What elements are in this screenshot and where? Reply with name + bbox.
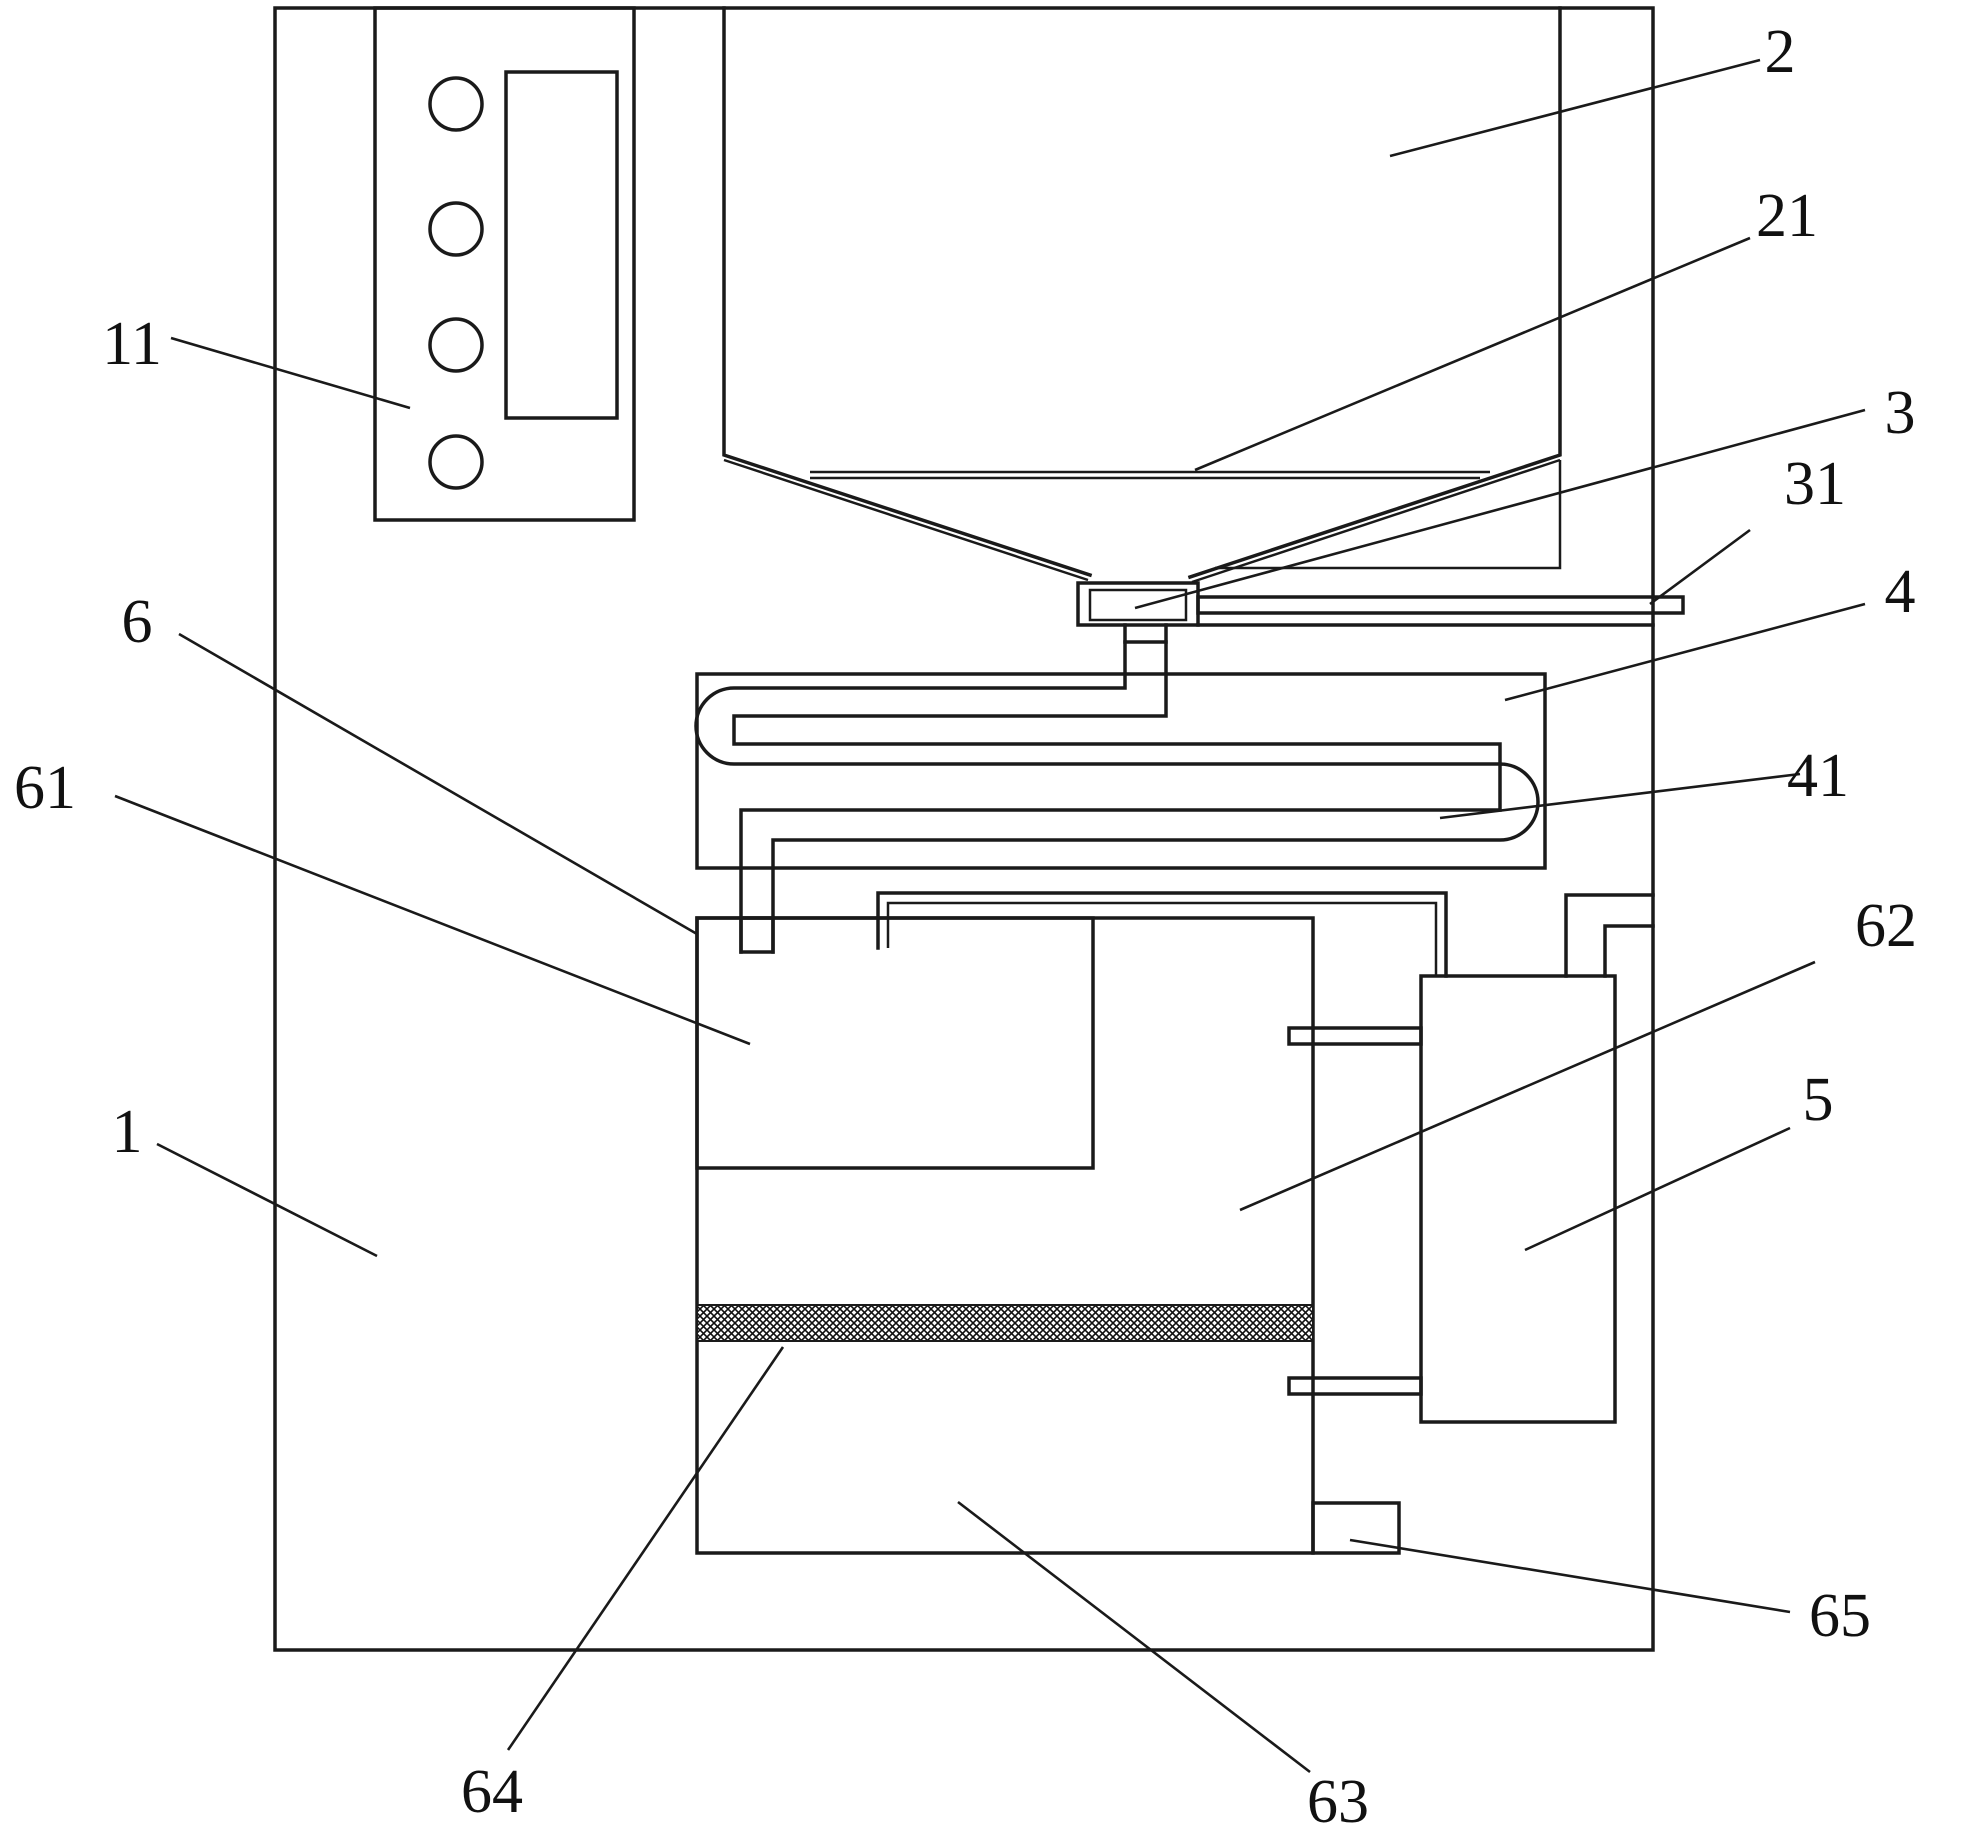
label-11: 11 xyxy=(102,310,162,378)
valve xyxy=(1076,581,1685,644)
label-31: 31 xyxy=(1784,450,1846,518)
control-knob-3 xyxy=(428,317,484,373)
control-knob-1 xyxy=(428,76,484,132)
pump xyxy=(876,891,1655,1424)
housing-outline xyxy=(273,6,1655,1652)
label-41: 41 xyxy=(1787,742,1849,810)
label-62: 62 xyxy=(1855,892,1917,960)
label-63: 63 xyxy=(1307,1768,1369,1826)
label-65: 65 xyxy=(1809,1582,1871,1650)
coil-tube xyxy=(694,640,1540,954)
label-61: 61 xyxy=(14,754,76,822)
control-knob-2 xyxy=(428,201,484,257)
water-tank xyxy=(695,916,1401,1555)
label-4: 4 xyxy=(1885,558,1916,626)
label-2: 2 xyxy=(1765,18,1796,86)
inner-tank xyxy=(695,916,1095,1170)
display-screen xyxy=(504,70,619,420)
label-64: 64 xyxy=(461,1758,523,1826)
control-panel xyxy=(373,6,636,522)
drain-block xyxy=(1311,1501,1401,1555)
control-knob-4 xyxy=(428,434,484,490)
hopper xyxy=(722,6,1562,584)
label-6: 6 xyxy=(122,588,153,656)
valve-handle xyxy=(1196,595,1685,615)
label-5: 5 xyxy=(1803,1066,1834,1134)
label-3: 3 xyxy=(1885,379,1916,447)
filter-mesh xyxy=(696,1304,1314,1342)
cooling-box xyxy=(694,640,1547,954)
label-1: 1 xyxy=(112,1098,143,1166)
leader-lines xyxy=(114,58,1866,1774)
label-21: 21 xyxy=(1756,182,1818,250)
